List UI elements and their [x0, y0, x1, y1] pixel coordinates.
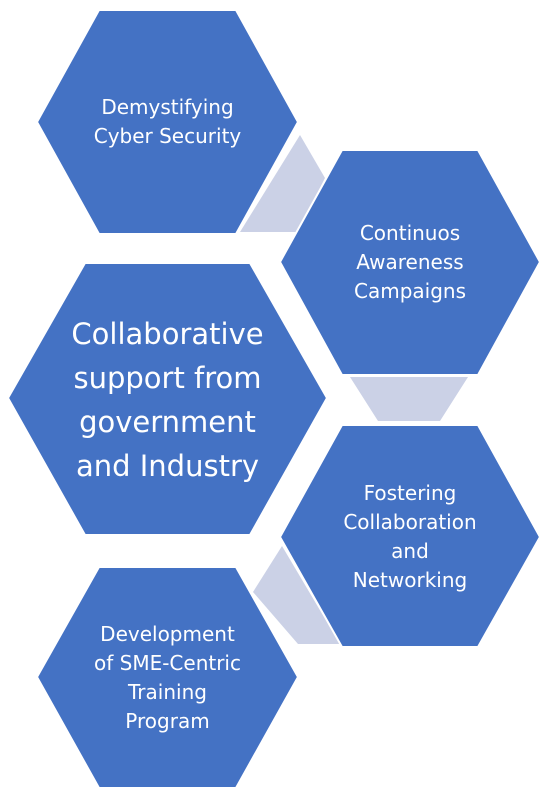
label-collaborative: Collaborative support from government an…: [71, 317, 264, 483]
label-awareness: Continuos Awareness Campaigns: [353, 220, 466, 303]
hexagon-collaborative: [6, 262, 329, 536]
connector-awareness-fostering: [350, 377, 468, 421]
label-fostering: Fostering Collaboration and Networking: [343, 481, 477, 592]
hexagon-awareness: [278, 149, 542, 376]
connector-fostering-development: [253, 546, 340, 644]
hexagon-development: [35, 566, 300, 789]
label-development: Development of SME-Centric Training Prog…: [93, 622, 241, 733]
label-demystifying: Demystifying Cyber Security: [93, 95, 242, 148]
hexagon-fostering: [278, 424, 542, 648]
hexagon-demystifying: [35, 9, 300, 235]
connector-demystifying-awareness: [240, 135, 325, 232]
